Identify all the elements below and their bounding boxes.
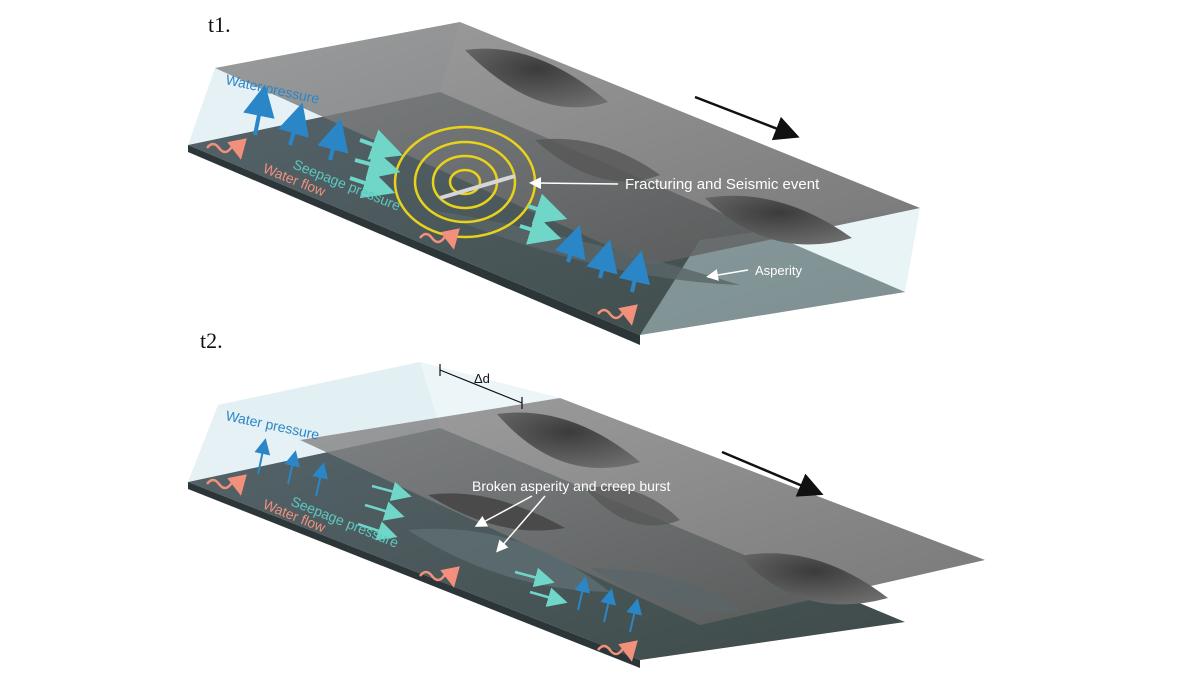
- t1-asperity-label: Asperity: [755, 263, 802, 278]
- t1-asperity-pointer: [706, 269, 749, 281]
- t2-water-pressure-arrows: [254, 438, 642, 633]
- t2-pit-1: [497, 412, 640, 468]
- t2-water-layer-top: [218, 362, 560, 440]
- t2-broken-asperity-label: Broken asperity and creep burst: [472, 478, 671, 494]
- t2-broken-pointer-2: [496, 495, 546, 553]
- t1-pit-3: [705, 195, 852, 245]
- t1-water-flow-arrows: [206, 138, 638, 326]
- t2-displacement-label: Δd: [474, 371, 490, 386]
- t2-displacement-bar: [439, 369, 523, 404]
- t2-slip-arrow: [721, 450, 824, 497]
- t2-pit-3: [740, 553, 888, 605]
- t2-broken-asperity-upper: [428, 493, 565, 531]
- t1-slip-arrow: [694, 95, 800, 141]
- t2-seepage-arrows: [357, 481, 568, 607]
- t1-pit-1: [465, 48, 608, 108]
- t2-broken-asperity-lower: [408, 528, 610, 592]
- t2-pit-2: [585, 486, 680, 526]
- t1-lower-block-front: [188, 145, 640, 345]
- t2-asperity-ridge: [590, 568, 740, 612]
- panel-t2: t2. Δd: [188, 328, 985, 668]
- t2-lower-block-front: [188, 482, 640, 668]
- t2-water-flow-arrows: [206, 474, 638, 662]
- panel-t1: t1.: [188, 12, 920, 345]
- t1-pit-2: [535, 138, 660, 182]
- t1-fracturing-pointer: [529, 177, 619, 190]
- t1-fracturing-label: Fracturing and Seismic event: [625, 176, 820, 193]
- panel-t2-title: t2.: [200, 328, 223, 353]
- t1-water-pressure-arrows: [243, 84, 650, 293]
- t1-crack: [439, 174, 516, 200]
- t1-seepage-arrows: [349, 129, 568, 245]
- t2-broken-pointer-1: [474, 495, 533, 527]
- panel-t1-title: t1.: [208, 12, 231, 37]
